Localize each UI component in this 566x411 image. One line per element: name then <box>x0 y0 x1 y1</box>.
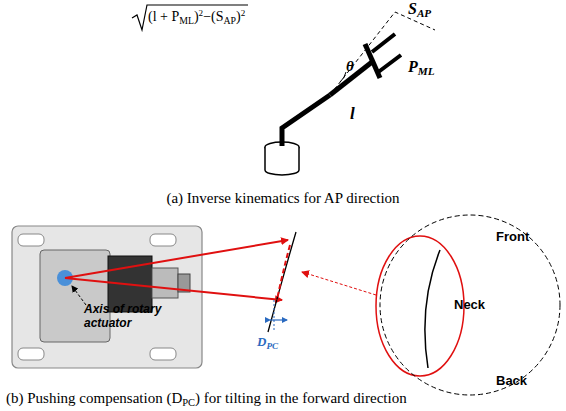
arm-sketch <box>265 12 435 175</box>
text-run: ) <box>236 9 241 24</box>
text-run: AP <box>417 7 431 19</box>
dimension-label: PML <box>408 58 435 77</box>
text-run: 2 <box>199 8 204 18</box>
text-run: Axis of rotary actuator <box>84 302 161 330</box>
text-run: PC <box>182 397 195 408</box>
actuator-device <box>12 226 202 368</box>
pushing-geometry <box>65 232 464 376</box>
text-run: PC <box>266 341 278 351</box>
text-run: (b) Pushing compensation (D <box>6 390 182 406</box>
text-run: 2 <box>241 8 246 18</box>
text-run: P <box>408 58 418 75</box>
text-run: ) <box>194 9 199 24</box>
text-run: S <box>408 0 417 17</box>
text-run: AP <box>224 15 237 26</box>
region-label: Front <box>496 229 529 244</box>
dimension-label: DPC <box>257 334 278 351</box>
text-run: l <box>350 104 355 123</box>
part-label: Axis of rotary actuator <box>84 303 184 331</box>
neck-region: FrontNeckBack <box>378 213 562 397</box>
text-run: −(S <box>203 9 223 24</box>
caption: (a) Inverse kinematics for AP direction <box>0 190 566 207</box>
region-label: Back <box>496 373 527 388</box>
text-run: (a) Inverse kinematics for AP direction <box>166 190 399 206</box>
radical-sign <box>132 5 248 30</box>
region-label: Neck <box>454 297 485 312</box>
text-run: θ <box>346 58 354 74</box>
dimension-label: SAP <box>408 0 431 19</box>
formula: (l + PML)2−(SAP)2 <box>148 8 245 26</box>
text-run: ML <box>418 65 435 77</box>
angle-label: θ <box>346 58 354 75</box>
caption: (b) Pushing compensation (DPC) for tilti… <box>6 390 407 408</box>
text-run: ML <box>179 15 194 26</box>
link-label: l <box>350 104 355 124</box>
text-run: (l + P <box>148 9 179 24</box>
text-run: D <box>257 334 266 349</box>
text-run: ) for tilting in the forward direction <box>195 390 407 406</box>
